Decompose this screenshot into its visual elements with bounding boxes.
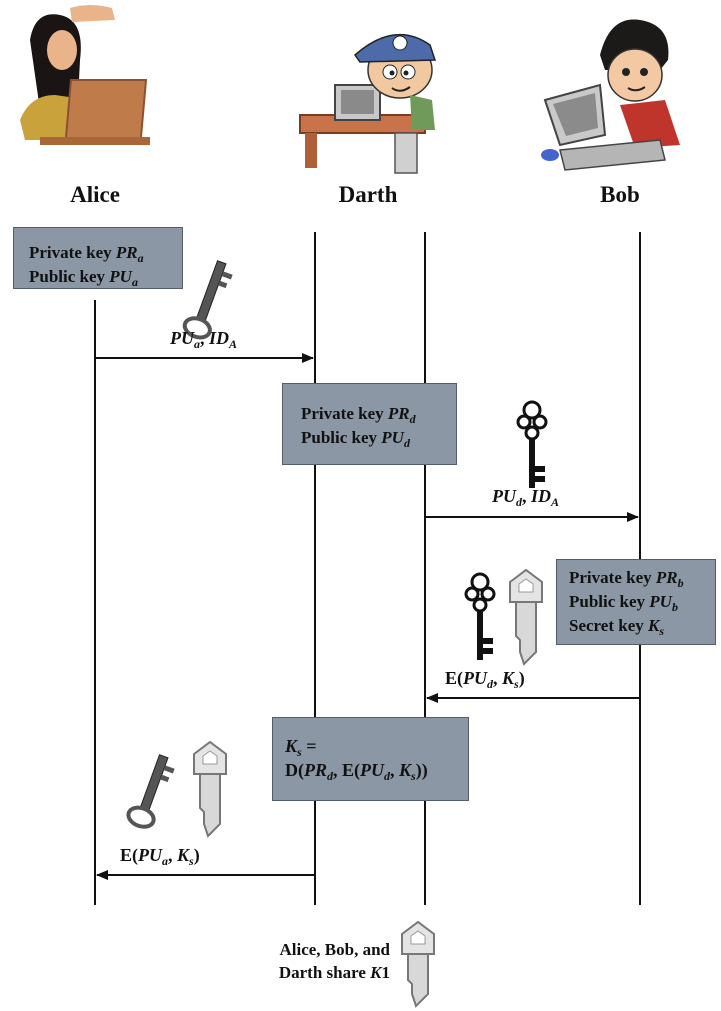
ornate-key-icon xyxy=(466,574,494,660)
darth-derived-key-box: Ks = D(PRd, E(PUd, Ks)) xyxy=(272,717,469,801)
bob-key-box: Private key PRb Public key PUb Secret ke… xyxy=(556,559,716,645)
message-darth-to-alice: E(PUa, Ks) xyxy=(120,845,200,866)
house-key-icon xyxy=(194,742,226,836)
ornate-key-icon xyxy=(518,402,546,488)
house-key-icon xyxy=(510,570,542,664)
darth-key-box: Private key PRd Public key PUd xyxy=(282,383,457,465)
alice-key-box: Private key PRa Public key PUa xyxy=(13,227,183,289)
shared-key-caption: Alice, Bob, and Darth share K1 xyxy=(220,938,390,984)
skeleton-key-icon xyxy=(126,752,178,831)
message-darth-to-bob: PUd, IDA xyxy=(492,486,559,507)
house-key-icon xyxy=(402,922,434,1006)
message-bob-to-darth: E(PUd, Ks) xyxy=(445,668,525,689)
message-alice-to-darth: PUa, IDA xyxy=(170,328,237,349)
